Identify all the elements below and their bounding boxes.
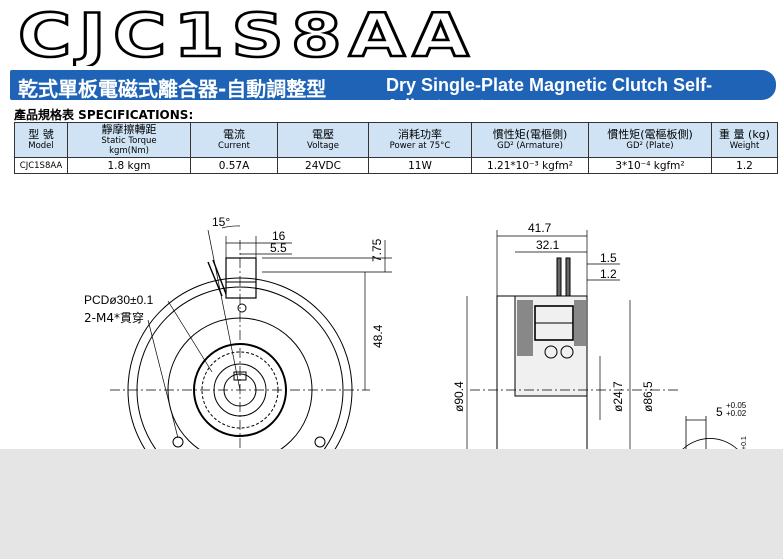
dim-d90-4: ø90.4 bbox=[452, 381, 466, 412]
dim-32-1: 32.1 bbox=[536, 238, 560, 252]
dim-keyway-5: 5 bbox=[716, 405, 723, 419]
model-title: CJC1S8AA bbox=[17, 4, 476, 66]
th-gd2-plate: 慣性矩(電樞板側)GD² (Plate) bbox=[588, 122, 712, 158]
dim-48-4: 48.4 bbox=[371, 324, 385, 348]
cell-gd2-armature: 1.21*10⁻³ kgfm² bbox=[471, 157, 589, 174]
label-m4: 2-M4*貫穿 bbox=[84, 310, 144, 325]
spec-data-row: CJC1S8AA 1.8 kgm 0.57A 24VDC 11W 1.21*10… bbox=[14, 157, 778, 174]
banner-title-jp: 乾式單板電磁式離合器-自動調整型 bbox=[18, 77, 327, 101]
dim-7-75: 7.75 bbox=[370, 238, 384, 262]
dim-d86-5: ø86.5 bbox=[641, 381, 655, 412]
cell-torque: 1.8 kgm bbox=[67, 157, 191, 174]
th-weight: 重 量 (kg)Weight bbox=[711, 122, 778, 158]
dim-41-7: 41.7 bbox=[528, 221, 552, 235]
cell-voltage: 24VDC bbox=[277, 157, 369, 174]
dim-16: 16 bbox=[272, 229, 286, 243]
model-title-text: CJC1S8AA bbox=[18, 4, 476, 66]
side-view bbox=[466, 230, 680, 455]
dim-1-2: 1.2 bbox=[600, 267, 617, 281]
grey-overlay bbox=[0, 449, 783, 559]
tol-upper: +0.05 bbox=[726, 401, 747, 410]
label-pcd: PCDø30±0.1 bbox=[84, 293, 154, 307]
dim-angle-15: 15° bbox=[212, 215, 230, 229]
title-banner: 乾式單板電磁式離合器-自動調整型 Dry Single-Plate Magnet… bbox=[10, 70, 776, 116]
dim-5-5: 5.5 bbox=[270, 241, 287, 255]
keyway-detail bbox=[679, 416, 741, 453]
tol-lower: +0.02 bbox=[726, 409, 747, 418]
cell-model: CJC1S8AA bbox=[14, 157, 68, 174]
cell-gd2-plate: 3*10⁻⁴ kgfm² bbox=[588, 157, 712, 174]
banner-title-en: Dry Single-Plate Magnetic Clutch Self-Ad… bbox=[386, 75, 713, 116]
dim-d24-7: ø24.7 bbox=[611, 381, 625, 412]
th-gd2-armature: 慣性矩(電樞側)GD² (Armature) bbox=[471, 122, 589, 158]
front-view bbox=[110, 225, 392, 455]
spec-heading: 產品規格表 SPECIFICATIONS: bbox=[14, 108, 194, 122]
cell-current: 0.57A bbox=[190, 157, 278, 174]
tol-cut: +0.1 bbox=[741, 436, 748, 450]
dim-1-5: 1.5 bbox=[600, 251, 617, 265]
cell-weight: 1.2 bbox=[711, 157, 778, 174]
technical-drawing: 15° 16 5.5 7.75 48.4 PCDø30±0.1 2-M4*貫穿 … bbox=[84, 215, 748, 455]
cell-power: 11W bbox=[368, 157, 472, 174]
